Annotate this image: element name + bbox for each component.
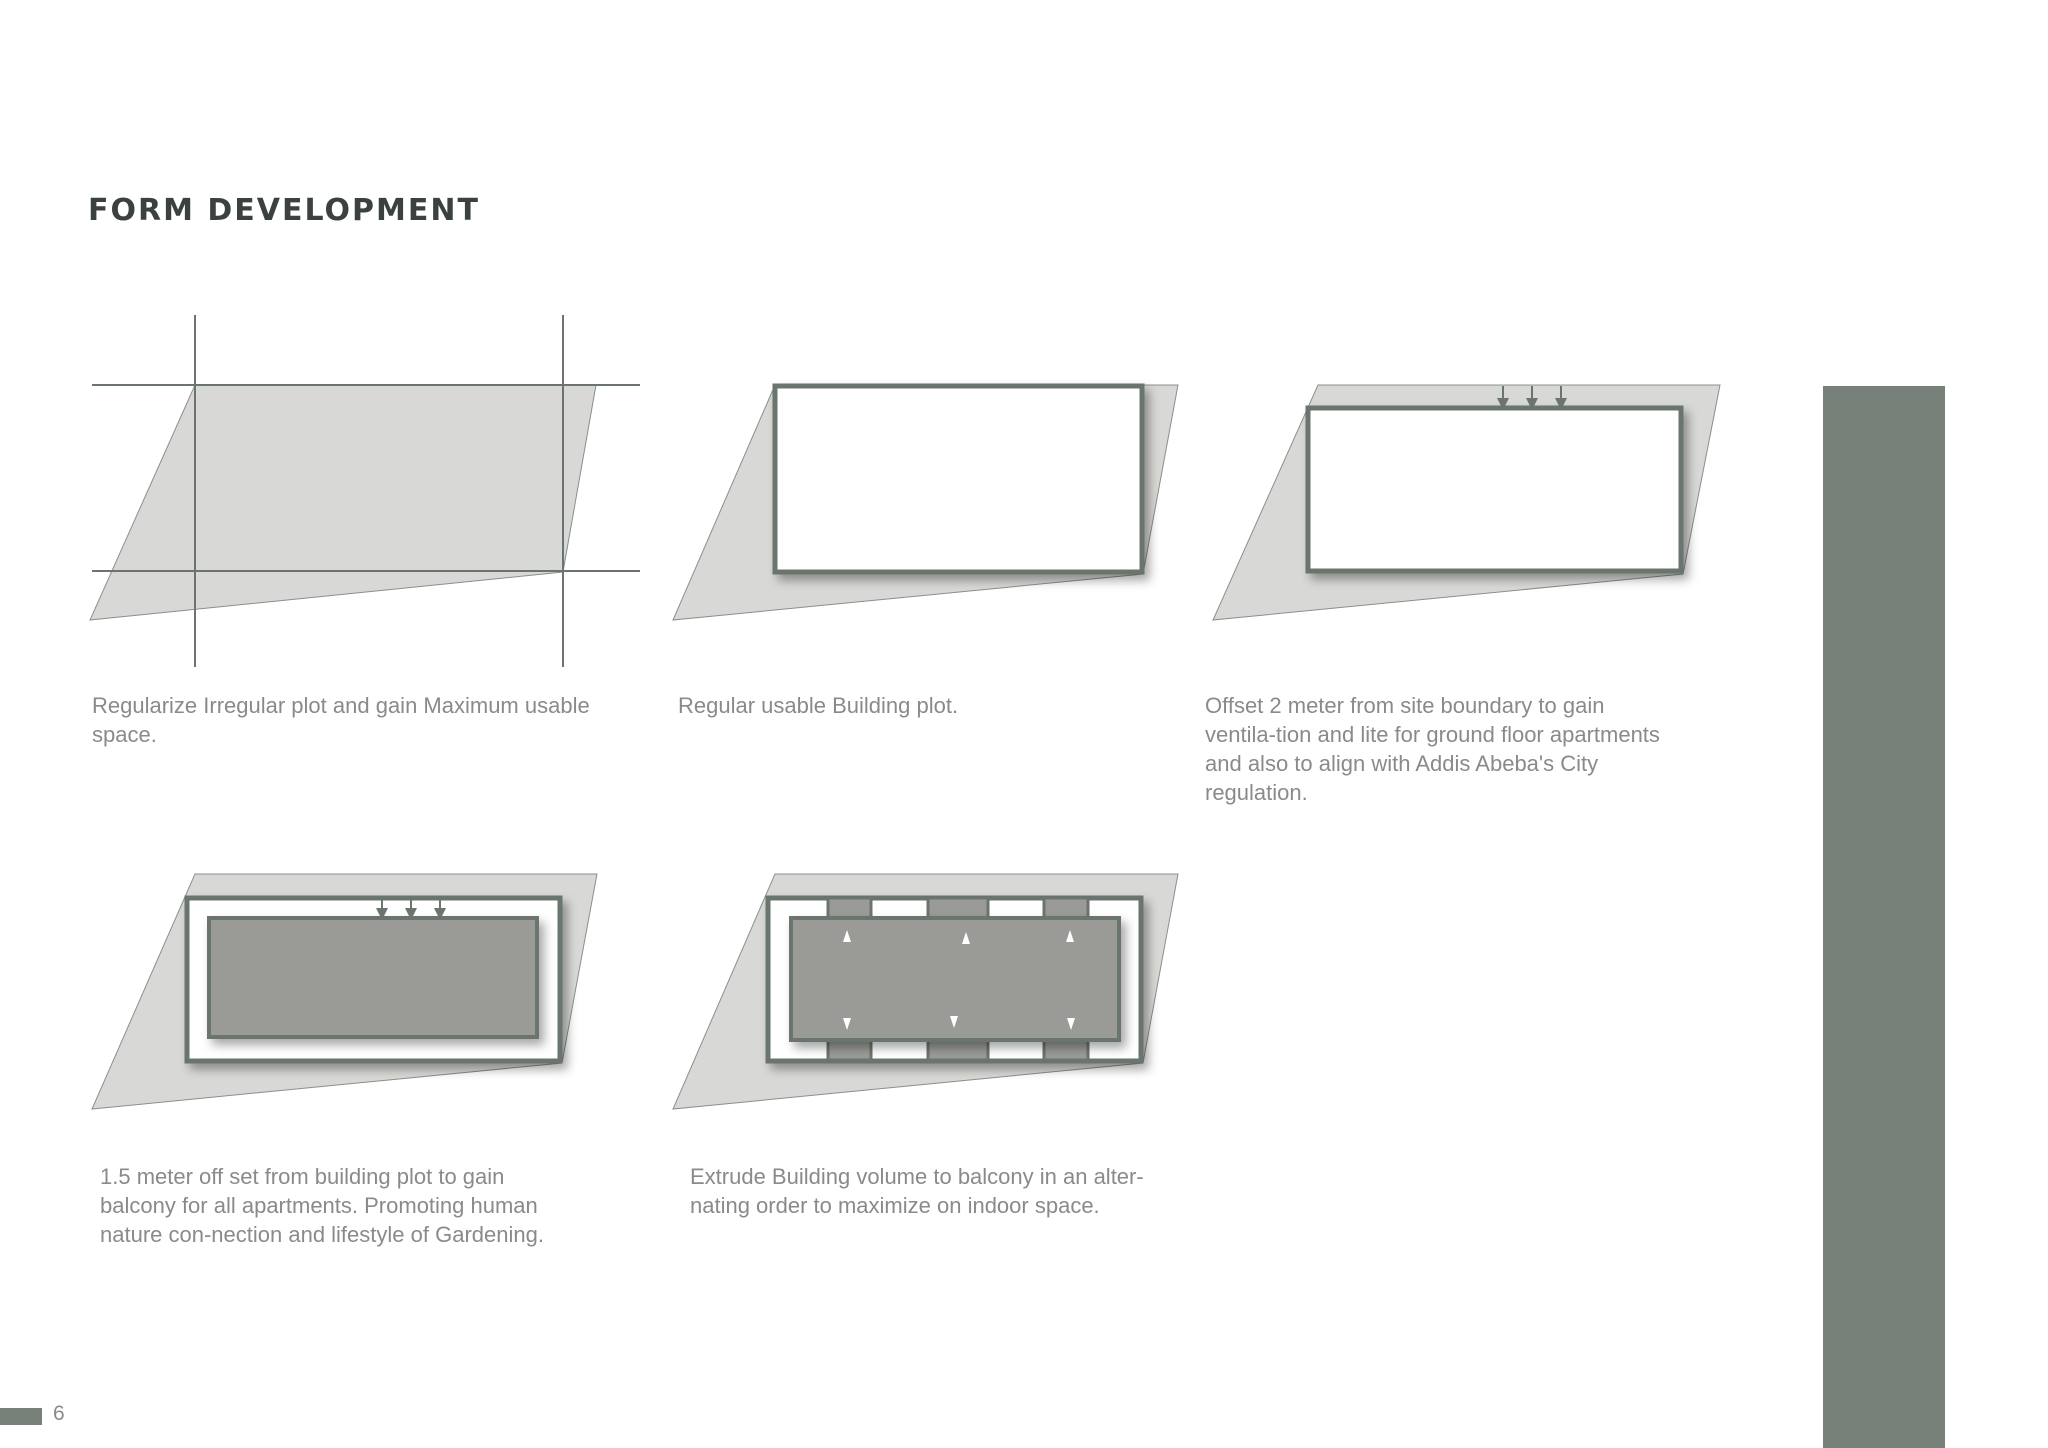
extrusion-top (826, 896, 873, 920)
step-5-caption: Extrude Building volume to balcony in an… (690, 1164, 1144, 1218)
up-arrow (843, 930, 851, 942)
down-arrow (1067, 1018, 1075, 1030)
step-1-diagram (89, 315, 640, 667)
page-number-marker (0, 1408, 42, 1425)
extrusion-bottom (1042, 1038, 1090, 1062)
page-number: 6 (53, 1402, 65, 1425)
step-4-diagram (91, 873, 598, 1110)
extrusion-bottom (926, 1038, 990, 1062)
step-2-diagram (672, 383, 1179, 621)
extrusion-bottom (826, 1038, 873, 1062)
down-arrow (950, 1016, 958, 1028)
offset-building-plot (1305, 405, 1684, 574)
page-title: FORM DEVELOPMENT (88, 193, 480, 228)
building-plot (772, 383, 1145, 575)
step-3-diagram (1212, 384, 1721, 621)
up-arrow (962, 932, 970, 944)
extrusion-arrows (843, 930, 1075, 1030)
step-3-caption: Offset 2 meter from site boundary to gai… (1205, 693, 1660, 805)
step-1-caption: Regularize Irregular plot and gain Maxim… (92, 693, 590, 747)
extrusion-top (926, 896, 990, 920)
accent-side-bar (1823, 386, 1945, 1448)
site-plot (89, 384, 597, 621)
extrusion-top (1042, 896, 1090, 920)
step-2-caption: Regular usable Building plot. (678, 693, 959, 718)
step-4-caption: 1.5 meter off set from building plot to … (100, 1164, 544, 1247)
up-arrow (1066, 930, 1074, 942)
down-arrow (843, 1018, 851, 1030)
step-5-diagram (672, 873, 1179, 1110)
building-volume (207, 916, 539, 1039)
